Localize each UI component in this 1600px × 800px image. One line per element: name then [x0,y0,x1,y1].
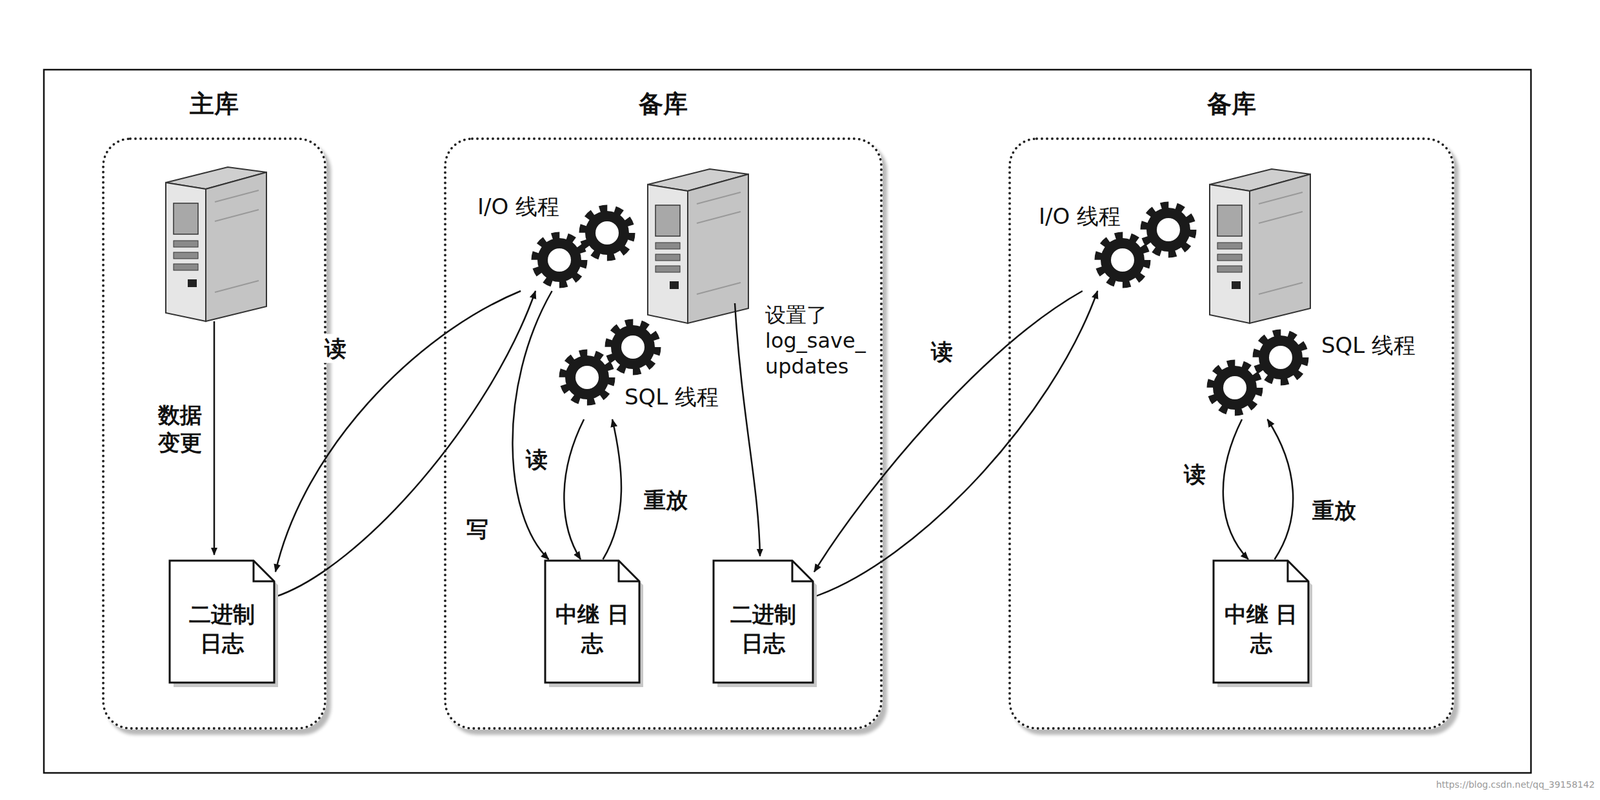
change-arrow [213,321,216,555]
edge-label: 读 [522,445,551,475]
document-outline [169,560,275,683]
watermark: https://blog.csdn.net/qq_39158142 [1436,779,1595,791]
gear-hole [621,335,645,359]
gear-teeth [562,352,612,402]
document-fold [253,560,275,582]
replication-arrow [512,290,552,560]
gear-hole [1156,218,1180,242]
thread-label: SQL 线程 [624,383,719,411]
document-fold [618,560,640,582]
server-region: 备库I/O 线程SQL 线程中继 日志二进制 日志 [443,137,883,730]
gear-hole [547,248,571,272]
thread-gears: SQL 线程 [554,319,730,420]
document-text: 中继 日志 [1223,600,1299,657]
document-text: 二进制 日志 [184,600,260,657]
replication-arrow [563,419,584,560]
gear-hole [1269,345,1293,370]
gear-body [1212,365,1257,410]
document-outline [545,560,640,683]
log-document: 中继 日志 [543,559,641,684]
document-outline [713,560,813,683]
document-fold [792,560,813,582]
gear-body [585,210,630,255]
gear-body [610,325,655,370]
gear-teeth [1143,205,1193,255]
replication-arrow [1223,419,1249,560]
server-region: 备库I/O 线程SQL 线程中继 日志 [1008,137,1455,730]
region-heading: 主库 [104,89,324,120]
gear-teeth [608,322,658,372]
region-heading: 备库 [446,89,880,120]
server-icon [1209,169,1311,324]
gear-body [537,238,582,282]
server-icon [647,169,749,324]
thread-label: SQL 线程 [1321,332,1416,359]
gear-hole [595,221,619,245]
thread-gears: I/O 线程 [449,193,633,291]
document-text-box: 二进制 日志 [712,559,815,684]
region-heading: 备库 [1010,89,1452,120]
document-text-box: 中继 日志 [543,559,641,684]
replication-arrow [275,290,536,597]
gear-body [1146,207,1191,252]
log-document: 中继 日志 [1212,559,1310,684]
thread-gears: I/O 线程 [1035,193,1204,291]
document-fold [1287,560,1309,582]
thread-label: I/O 线程 [477,193,560,220]
note-label: 数据 变更 [158,401,209,457]
gear-teeth [582,208,632,258]
gear-hole [1110,248,1135,272]
document-text-box: 中继 日志 [1212,559,1310,684]
gear-teeth [1256,332,1306,382]
gear-body [565,355,610,400]
document-text: 中继 日志 [554,600,630,657]
log-document: 二进制 日志 [168,559,276,684]
document-text-box: 二进制 日志 [168,559,276,684]
gear-teeth [1210,363,1260,413]
log-document: 二进制 日志 [712,559,815,684]
server-icon [165,167,267,322]
edge-label: 重放 [1309,496,1360,526]
edge-label: 写 [463,514,492,544]
thread-gears: SQL 线程 [1206,325,1433,420]
server-region: 主库二进制 日志 [101,137,327,730]
document-outline [1213,560,1309,683]
edge-label: 读 [321,334,350,364]
document-text: 二进制 日志 [725,600,801,657]
replication-arrow [1267,419,1294,560]
log-update-arrow [734,303,760,557]
edge-label: 读 [927,337,957,367]
replication-arrow [603,419,622,560]
edge-label: 重放 [640,485,691,515]
gear-body [1100,238,1145,282]
gear-hole [575,365,599,390]
thread-label: I/O 线程 [1038,203,1121,230]
edge-label: 读 [1180,460,1210,490]
gear-teeth [534,235,584,285]
gear-hole [1223,376,1247,400]
outer-frame [43,69,1531,773]
replication-arrow [275,290,521,572]
gear-teeth [1098,235,1148,285]
gear-body [1258,335,1303,380]
note-label: 设置了 log_save_ updates [765,301,872,380]
